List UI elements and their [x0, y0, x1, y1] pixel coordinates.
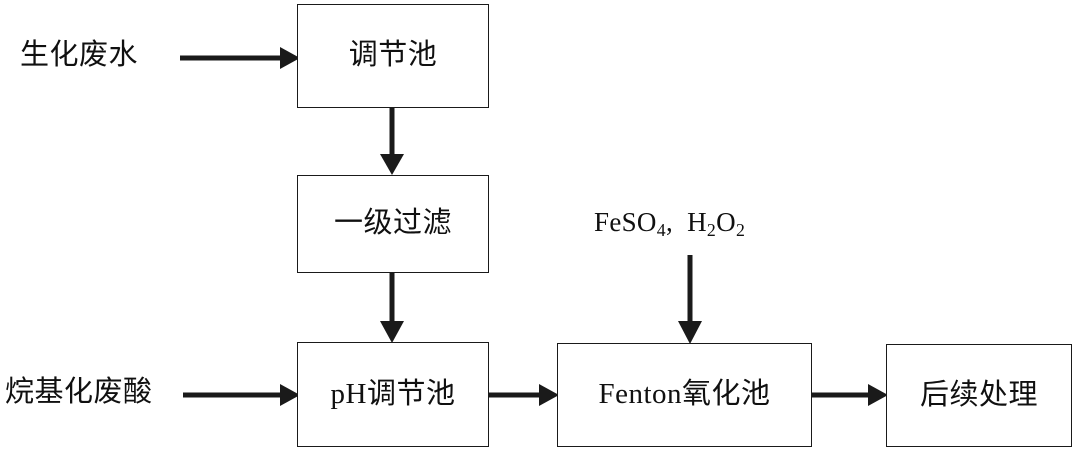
node-label: pH调节池	[330, 377, 456, 410]
reagent-formula-text: FeSO4, H2O2	[594, 209, 745, 240]
node-label: Fenton氧化池	[598, 378, 771, 411]
node-ph-adjustment-tank[interactable]: pH调节池	[297, 342, 489, 447]
input-label-biochemical-wastewater: 生化废水	[20, 41, 138, 70]
node-fenton-oxidation-tank[interactable]: Fenton氧化池	[557, 343, 812, 447]
node-subsequent-treatment[interactable]: 后续处理	[886, 344, 1072, 447]
arrow-regulating-tank-to-filtration	[378, 108, 406, 175]
arrow-waste-acid-to-ph-tank	[183, 381, 300, 409]
node-label: 后续处理	[919, 378, 1038, 411]
reagent-label-fenton-reagents: FeSO4, H2O2	[594, 209, 745, 240]
reagent-formula-h2o2-h-subscript: 2	[706, 219, 717, 240]
input-label-text: 烷基化废酸	[5, 376, 153, 408]
arrow-filtration-to-ph-tank	[378, 273, 406, 343]
reagent-formula-h2o2-h: H	[687, 207, 707, 237]
input-label-alkylation-waste-acid: 烷基化废酸	[5, 378, 153, 407]
input-label-text: 生化废水	[20, 39, 139, 71]
reagent-formula-feso4-subscript: 4	[656, 219, 666, 240]
arrow-fenton-to-subsequent-treatment	[812, 381, 888, 409]
reagent-formula-h2o2-o: O	[716, 207, 736, 237]
arrow-wastewater-to-regulating-tank	[180, 44, 300, 72]
reagent-formula-h2o2-o-subscript: 2	[735, 219, 746, 240]
node-label: 一级过滤	[333, 207, 452, 240]
node-primary-filtration[interactable]: 一级过滤	[297, 175, 489, 273]
reagent-formula-feso4-base: FeSO	[594, 207, 657, 237]
arrow-reagents-to-fenton	[676, 255, 704, 344]
node-label: 调节池	[348, 39, 438, 72]
reagent-formula-separator: ,	[665, 207, 673, 237]
node-regulating-tank[interactable]: 调节池	[297, 4, 489, 108]
arrow-ph-tank-to-fenton	[489, 381, 559, 409]
